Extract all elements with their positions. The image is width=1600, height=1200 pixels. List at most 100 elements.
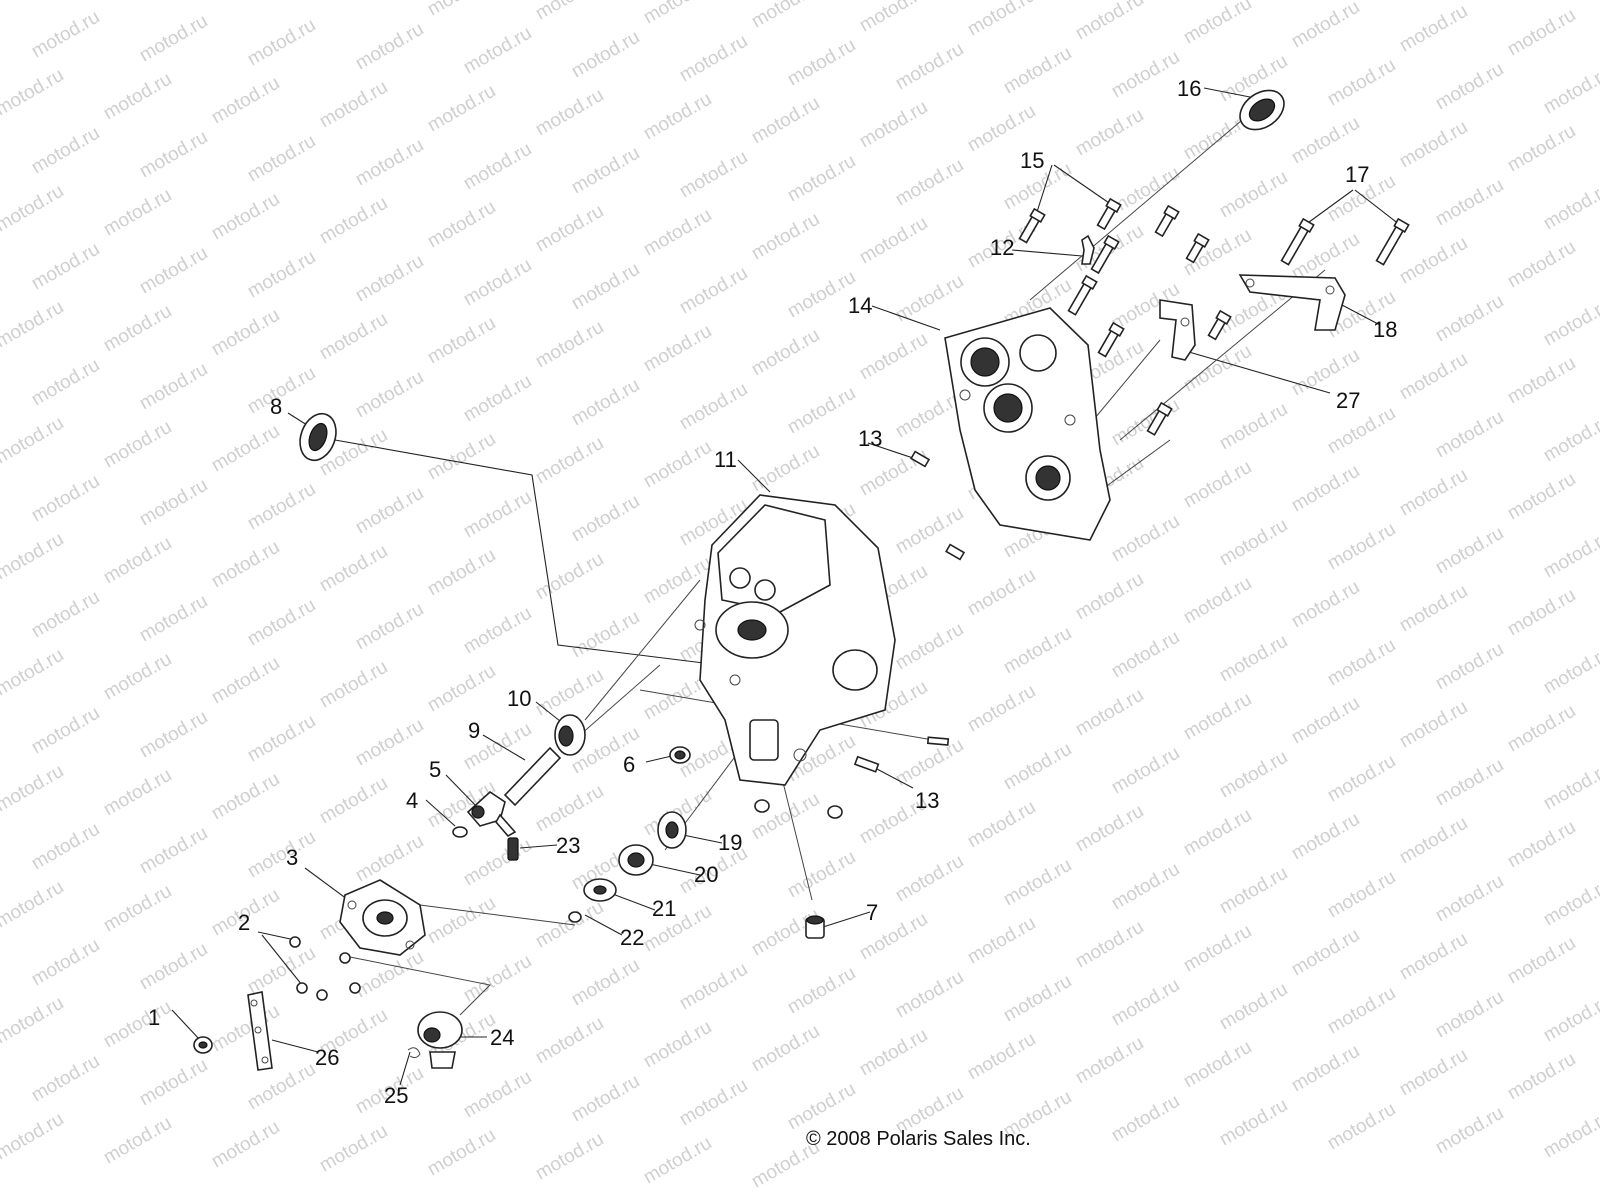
callout-9: 9 [468,718,480,743]
watermark-text: motod.ru [568,143,643,199]
watermark-text: motod.ru [964,913,1039,969]
watermark-text: motod.ru [28,355,103,411]
watermark-text: motod.ru [640,205,715,261]
watermark-text: motod.ru [316,77,391,133]
watermark-text: motod.ru [568,955,643,1011]
watermark-text: motod.ru [424,0,499,20]
watermark-text: motod.ru [1324,867,1399,923]
watermark-text: motod.ru [748,325,823,381]
watermark-text: motod.ru [1072,801,1147,857]
callout-13b: 13 [915,788,939,813]
watermark-text: motod.ru [28,819,103,875]
watermark-text: motod.ru [1396,233,1471,289]
watermark-text: motod.ru [532,85,607,141]
watermark-text: motod.ru [532,201,607,257]
watermark-text: motod.ru [1540,63,1600,119]
watermark-text: motod.ru [532,317,607,373]
spring-part-23 [507,837,519,861]
watermark-text: motod.ru [208,73,283,129]
watermark-text: motod.ru [1324,1099,1399,1155]
watermark-text: motod.ru [1396,349,1471,405]
watermark-text: motod.ru [964,797,1039,853]
watermark-text: motod.ru [1288,0,1363,52]
watermark-text: motod.ru [568,27,643,83]
watermark-text: motod.ru [1180,1037,1255,1093]
watermark-text: motod.ru [460,487,535,543]
watermark-text: motod.ru [1396,1045,1471,1101]
watermark-text: motod.ru [0,1109,67,1165]
watermark-text: motod.ru [1288,113,1363,169]
watermark-text: motod.ru [100,881,175,937]
housing-part-11 [694,494,896,786]
watermark-text: motod.ru [136,823,211,879]
watermark-text: motod.ru [28,471,103,527]
callout-labels: 1 2 3 4 5 6 7 8 9 10 11 12 13 13 14 15 1… [148,76,1397,1108]
watermark-text: motod.ru [1504,817,1579,873]
watermark-text: motod.ru [1108,395,1183,451]
watermark-text: motod.ru [424,313,499,369]
watermark-text: motod.ru [1396,697,1471,753]
watermark-text: motod.ru [28,7,103,63]
watermark-text: motod.ru [424,545,499,601]
watermark-text: motod.ru [1108,859,1183,915]
watermark-text: motod.ru [1072,1033,1147,1089]
watermark-text: motod.ru [1324,55,1399,111]
watermark-text: motod.ru [352,367,427,423]
watermark-text: motod.ru [244,711,319,767]
callout-18: 18 [1373,317,1397,342]
watermark-text: motod.ru [424,661,499,717]
watermark-text: motod.ru [1180,921,1255,977]
watermark-text: motod.ru [100,69,175,125]
watermark-text: motod.ru [244,595,319,651]
callout-27: 27 [1336,388,1360,413]
watermark-text: motod.ru [136,1055,211,1111]
watermark-text: motod.ru [748,209,823,265]
watermark-text: motod.ru [1108,743,1183,799]
shaft-part-9 [503,746,562,807]
watermark-text: motod.ru [1216,515,1291,571]
watermark-text: motod.ru [784,1079,859,1135]
watermark-text: motod.ru [1108,511,1183,567]
watermark-text: motod.ru [1180,805,1255,861]
watermark-text: motod.ru [532,781,607,837]
watermark-text: motod.ru [1072,685,1147,741]
watermark-text: motod.ru [100,997,175,1053]
watermark-text: motod.ru [532,0,607,24]
watermark-text: motod.ru [1396,929,1471,985]
watermark-text: motod.ru [1288,461,1363,517]
watermark-text: motod.ru [1324,635,1399,691]
watermark-text: motod.ru [1000,43,1075,99]
watermark-text: motod.ru [208,1001,283,1057]
watermark-text: motod.ru [136,243,211,299]
bearing-part-20 [618,844,654,876]
watermark-text: motod.ru [1432,59,1507,115]
watermark-text: motod.ru [244,15,319,71]
watermark-text: motod.ru [1000,623,1075,679]
leader-lines [171,87,1401,1086]
watermark-text: motod.ru [568,375,643,431]
watermark-text: motod.ru [424,81,499,137]
nut-part-1 [193,1036,213,1054]
watermark-text: motod.ru [424,893,499,949]
watermark-text: motod.ru [244,247,319,303]
watermark-text: motod.ru [136,707,211,763]
watermark-text: motod.ru [244,479,319,535]
watermark-text: motod.ru [568,259,643,315]
watermark-text: motod.ru [964,681,1039,737]
watermark-text: motod.ru [0,529,67,585]
watermark-text: motod.ru [1216,631,1291,687]
watermark-text: motod.ru [1288,577,1363,633]
watermark-text: motod.ru [460,1067,535,1123]
watermark-text: motod.ru [748,93,823,149]
watermark-text: motod.ru [28,703,103,759]
seal-part-8 [299,412,337,462]
watermark-text: motod.ru [892,967,967,1023]
watermark-text: motod.ru [100,533,175,589]
seal-part-16 [1239,89,1285,131]
watermark-text: motod.ru [100,765,175,821]
watermark-text: motod.ru [1504,933,1579,989]
callout-3: 3 [286,845,298,870]
watermark-text: motod.ru [316,309,391,365]
watermark-text: motod.ru [1216,167,1291,223]
watermark-text: motod.ru [964,565,1039,621]
